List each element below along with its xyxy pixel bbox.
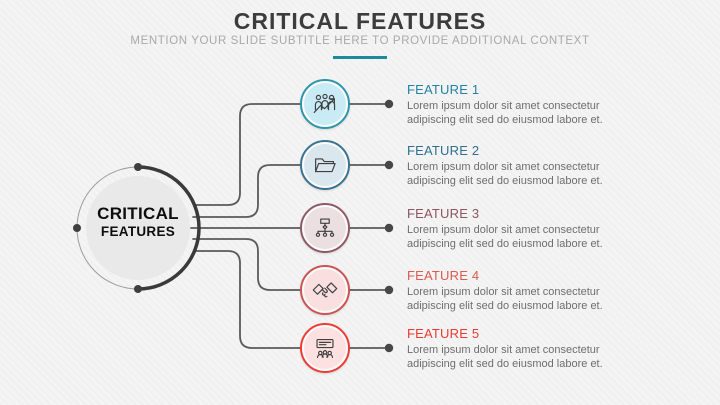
feature-4-icon-circle [300,265,350,315]
slide-title: CRITICAL FEATURES [233,8,487,34]
hub-label: CRITICAL FEATURES [86,204,190,239]
hub-label-line1: CRITICAL [97,204,179,223]
connector-feature-5 [193,250,390,349]
hub-dot-top [134,163,142,171]
feature-2-description: Lorem ipsum dolor sit amet consectetur a… [407,161,603,187]
feature-1-icon-circle [300,79,350,129]
feature-5-icon-fill [304,327,346,369]
feature-4-text: FEATURE 4 Lorem ipsum dolor sit amet con… [407,269,647,313]
feature-1-icon-fill [304,83,346,125]
feature-5-description: Lorem ipsum dolor sit amet consectetur a… [407,344,603,370]
hub-label-line2: FEATURES [100,223,176,239]
team-growth-icon [313,93,336,114]
feature-2-icon-circle [300,140,350,190]
feature-3-title: FEATURE 3 [407,206,480,221]
subtitle-underline [333,56,387,59]
connector-feature-1 [193,103,390,206]
feature-1-title: FEATURE 1 [407,82,480,97]
feature-4-icon-fill [304,269,346,311]
slide-subtitle: MENTION YOUR SLIDE SUBTITLE HERE TO PROV… [130,35,590,47]
feature-3-text: FEATURE 3 Lorem ipsum dolor sit amet con… [407,207,647,251]
feature-5-text: FEATURE 5 Lorem ipsum dolor sit amet con… [407,327,647,371]
feature-2-text: FEATURE 2 Lorem ipsum dolor sit amet con… [407,144,647,188]
hub-circle [73,163,201,293]
feature-4-description: Lorem ipsum dolor sit amet consectetur a… [407,286,603,312]
connector-feature-2 [192,164,390,218]
feature-5-icon-circle [300,323,350,373]
feature-1-description: Lorem ipsum dolor sit amet consectetur a… [407,100,603,126]
handshake-icon [312,282,338,298]
feature-1-text: FEATURE 1 Lorem ipsum dolor sit amet con… [407,83,647,127]
end-dot-3 [384,223,394,233]
feature-3-icon-circle [300,203,350,253]
feature-5-title: FEATURE 5 [407,326,480,341]
feature-3-description: Lorem ipsum dolor sit amet consectetur a… [407,224,603,250]
end-dot-4 [384,285,394,295]
presentation-icon [316,338,334,358]
end-dot-1 [384,99,394,109]
feature-2-title: FEATURE 2 [407,143,480,158]
end-dot-5 [384,343,394,353]
connector-feature-4 [192,238,390,291]
folder-icon [315,158,336,173]
hub-dot-bottom [134,285,142,293]
feature-2-icon-fill [304,144,346,186]
feature-4-title: FEATURE 4 [407,268,480,283]
end-dot-2 [384,160,394,170]
hub-dot-left [73,224,81,232]
org-chart-icon [315,218,335,237]
feature-3-icon-fill [304,207,346,249]
